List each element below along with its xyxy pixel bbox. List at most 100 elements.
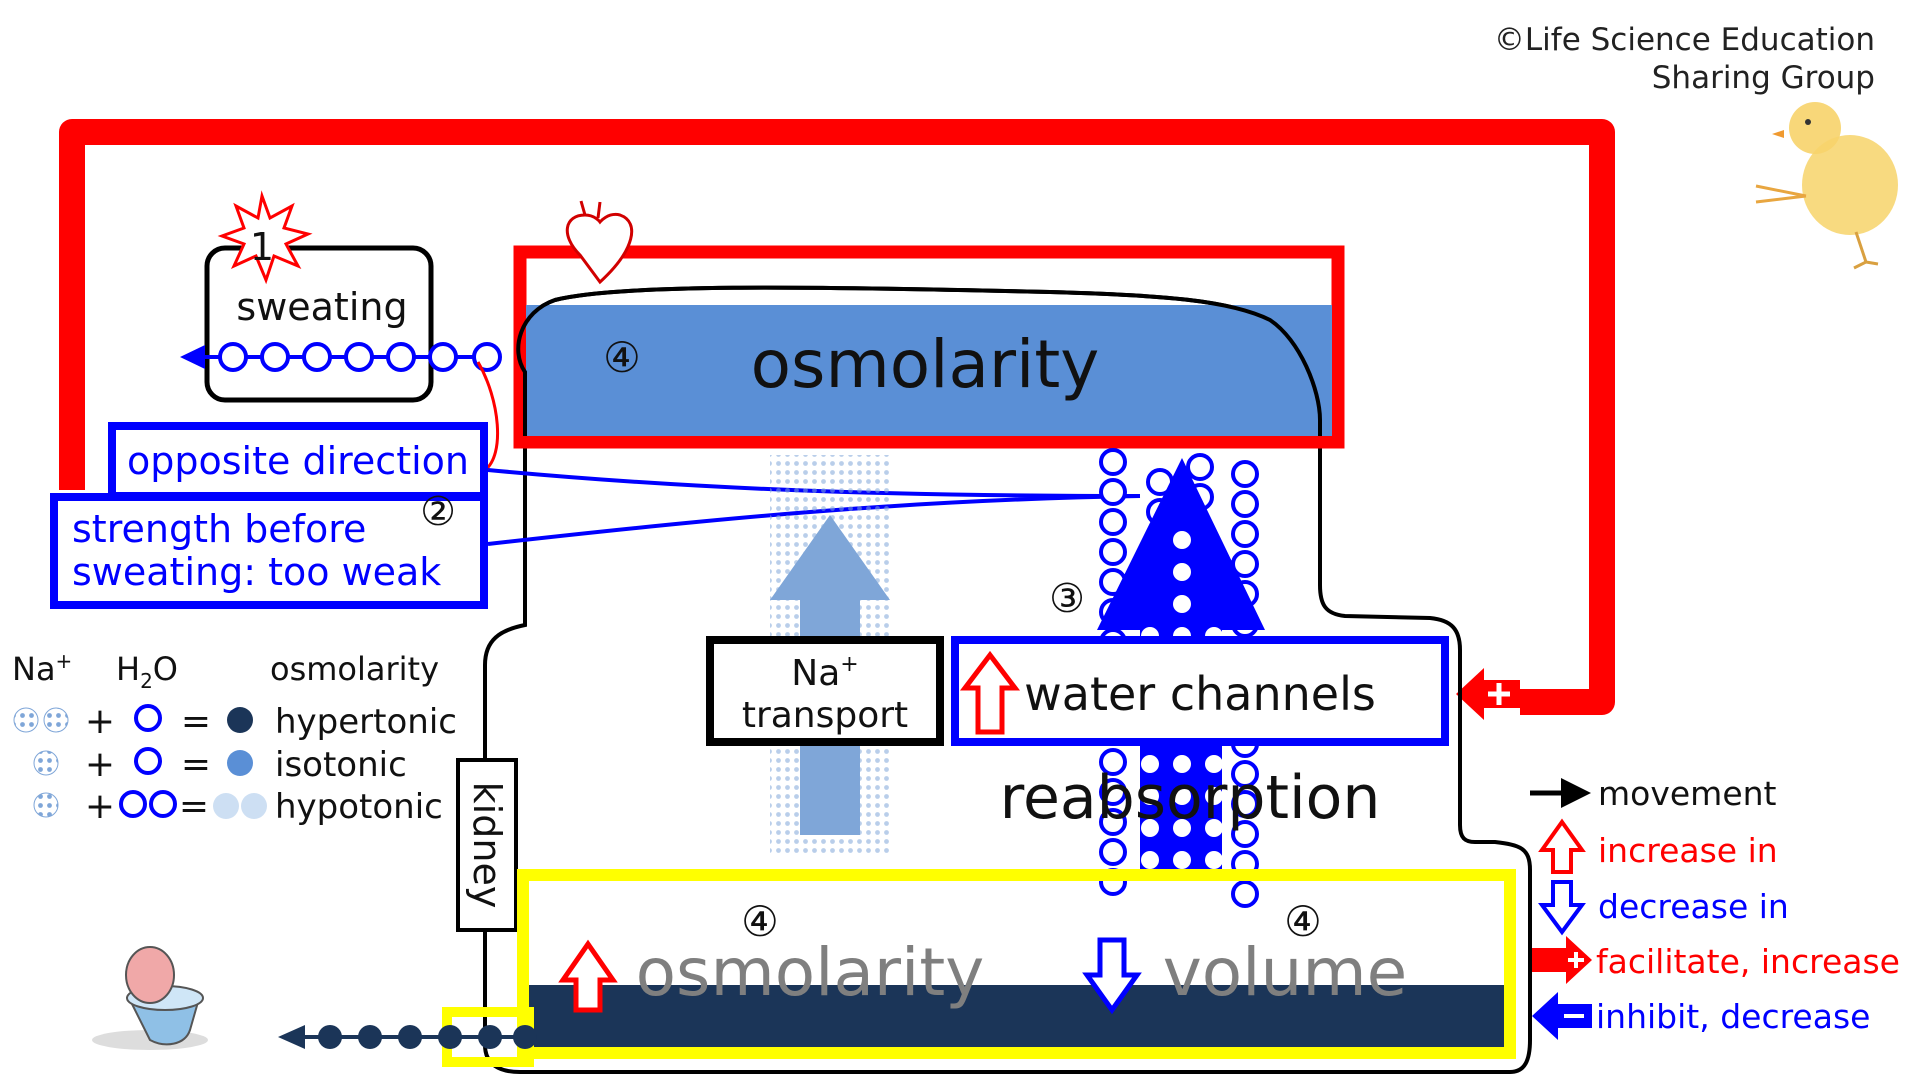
water-drop [386,342,416,372]
water-drop [318,1025,342,1049]
na-transport-box [706,636,944,746]
legend-facilitate-arrow-icon [1532,936,1592,984]
legend-increase-arrow-icon [1538,818,1586,874]
step-2: ② [420,489,456,535]
reabsorption-label: reabsorption [1000,763,1381,833]
step-4-urine-left: ④ [741,897,779,946]
urine-fill [529,985,1504,1047]
water-drop [438,1025,462,1049]
sweat-flow-arrowhead [180,345,205,369]
water-drop [218,342,248,372]
heart-icon [565,200,634,285]
legend-plus-2: + [85,744,115,785]
urine-osmolarity-label: osmolarity [636,934,985,1011]
water-drop [1205,787,1223,805]
water-drop [1099,748,1127,776]
legend-row-isotonic: + = isotonic [33,744,407,785]
water-drop [1099,538,1127,566]
na-transport-line1: Na+ [791,652,858,694]
legend-movement: movement [1598,774,1777,813]
water-drop [1099,508,1127,536]
water-drop [1231,460,1259,488]
urine-compartment [517,869,1516,1059]
feedback-loop-line [59,119,1615,715]
water-drop [1205,819,1223,837]
water-drop [1173,563,1191,581]
water-drop [1205,851,1223,869]
legend-plus-1: + [85,701,115,742]
credit-line2: Sharing Group [1652,60,1875,96]
water-drop [1173,851,1191,869]
water-drop [1099,478,1127,506]
blood-osmolarity-label: osmolarity [751,326,1100,403]
water-drop [1231,520,1259,548]
step-4-blood: ④ [603,333,641,382]
sweating-label: sweating [236,285,407,329]
water-drop [1173,819,1191,837]
legend-equals-1: = [181,701,211,742]
step-1: 1 [250,225,274,269]
legend-row-hypotonic: + = hypotonic [33,786,443,827]
water-drop [1231,760,1259,788]
kidney-label: kidney [465,782,509,909]
legend-decrease-arrow-icon [1538,880,1586,936]
strength-line1: strength before [72,507,366,551]
water-drop [1099,778,1127,806]
water-drop [358,1025,382,1049]
water-drop [260,342,290,372]
burst-icon [217,190,313,285]
toilet-icon [92,946,208,1050]
water-drop [1099,838,1127,866]
water-drop [1173,755,1191,773]
water-drop [1099,808,1127,836]
water-drop [1141,787,1159,805]
increase-arrow-icon [959,650,1021,735]
legend-na-header: Na+ [12,649,72,688]
water-drop [302,342,332,372]
na-transport-line2: transport [742,695,908,736]
legend-isotonic: isotonic [275,745,407,785]
water-drop [1231,880,1259,908]
chick-icon [1755,102,1898,270]
legend-facilitate: facilitate, increase [1596,942,1900,981]
water-channels-label: water channels [1024,667,1376,721]
water-drop [428,342,458,372]
increase-arrow-urine-icon [558,939,618,1013]
kidney-box [456,758,518,932]
urine-volume-label: volume [1163,934,1408,1011]
legend-equals-3: = [179,786,209,827]
sweat-connector [476,361,500,472]
blood-osmolarity-fill [526,305,1332,436]
urine-water-drops [318,1025,537,1049]
legend-plus-3: + [85,786,115,827]
legend-increase: increase in [1598,831,1778,870]
water-drop [344,342,374,372]
facilitate-arrow-icon [1456,668,1520,720]
legend-hypotonic: hypotonic [275,787,443,827]
water-channels-box [951,636,1449,746]
urine-flow-arrowhead [278,1025,305,1049]
water-drop [1173,787,1191,805]
water-drop [1141,819,1159,837]
water-drop [472,342,502,372]
decrease-arrow-urine-icon [1082,937,1142,1015]
water-drop [1141,851,1159,869]
water-drop [1231,820,1259,848]
legend-row-hypertonic: + = hypertonic [13,701,457,742]
water-drop [1141,755,1159,773]
water-drop [1205,755,1223,773]
opposite-direction-label: opposite direction [127,439,469,483]
strength-line2: sweating: too weak [72,550,441,594]
sweat-water-drops [218,342,502,372]
step-3: ③ [1049,576,1085,622]
legend-inhibit-arrow-icon [1532,992,1592,1040]
credit-line1: ©Life Science Education [1494,22,1875,58]
strength-box [50,493,488,609]
water-drop [513,1025,537,1049]
water-drop [1173,595,1191,613]
water-drop [1173,531,1191,549]
water-drop [1186,453,1214,481]
legend-inhibit: inhibit, decrease [1596,997,1870,1036]
legend-equals-2: = [181,744,211,785]
